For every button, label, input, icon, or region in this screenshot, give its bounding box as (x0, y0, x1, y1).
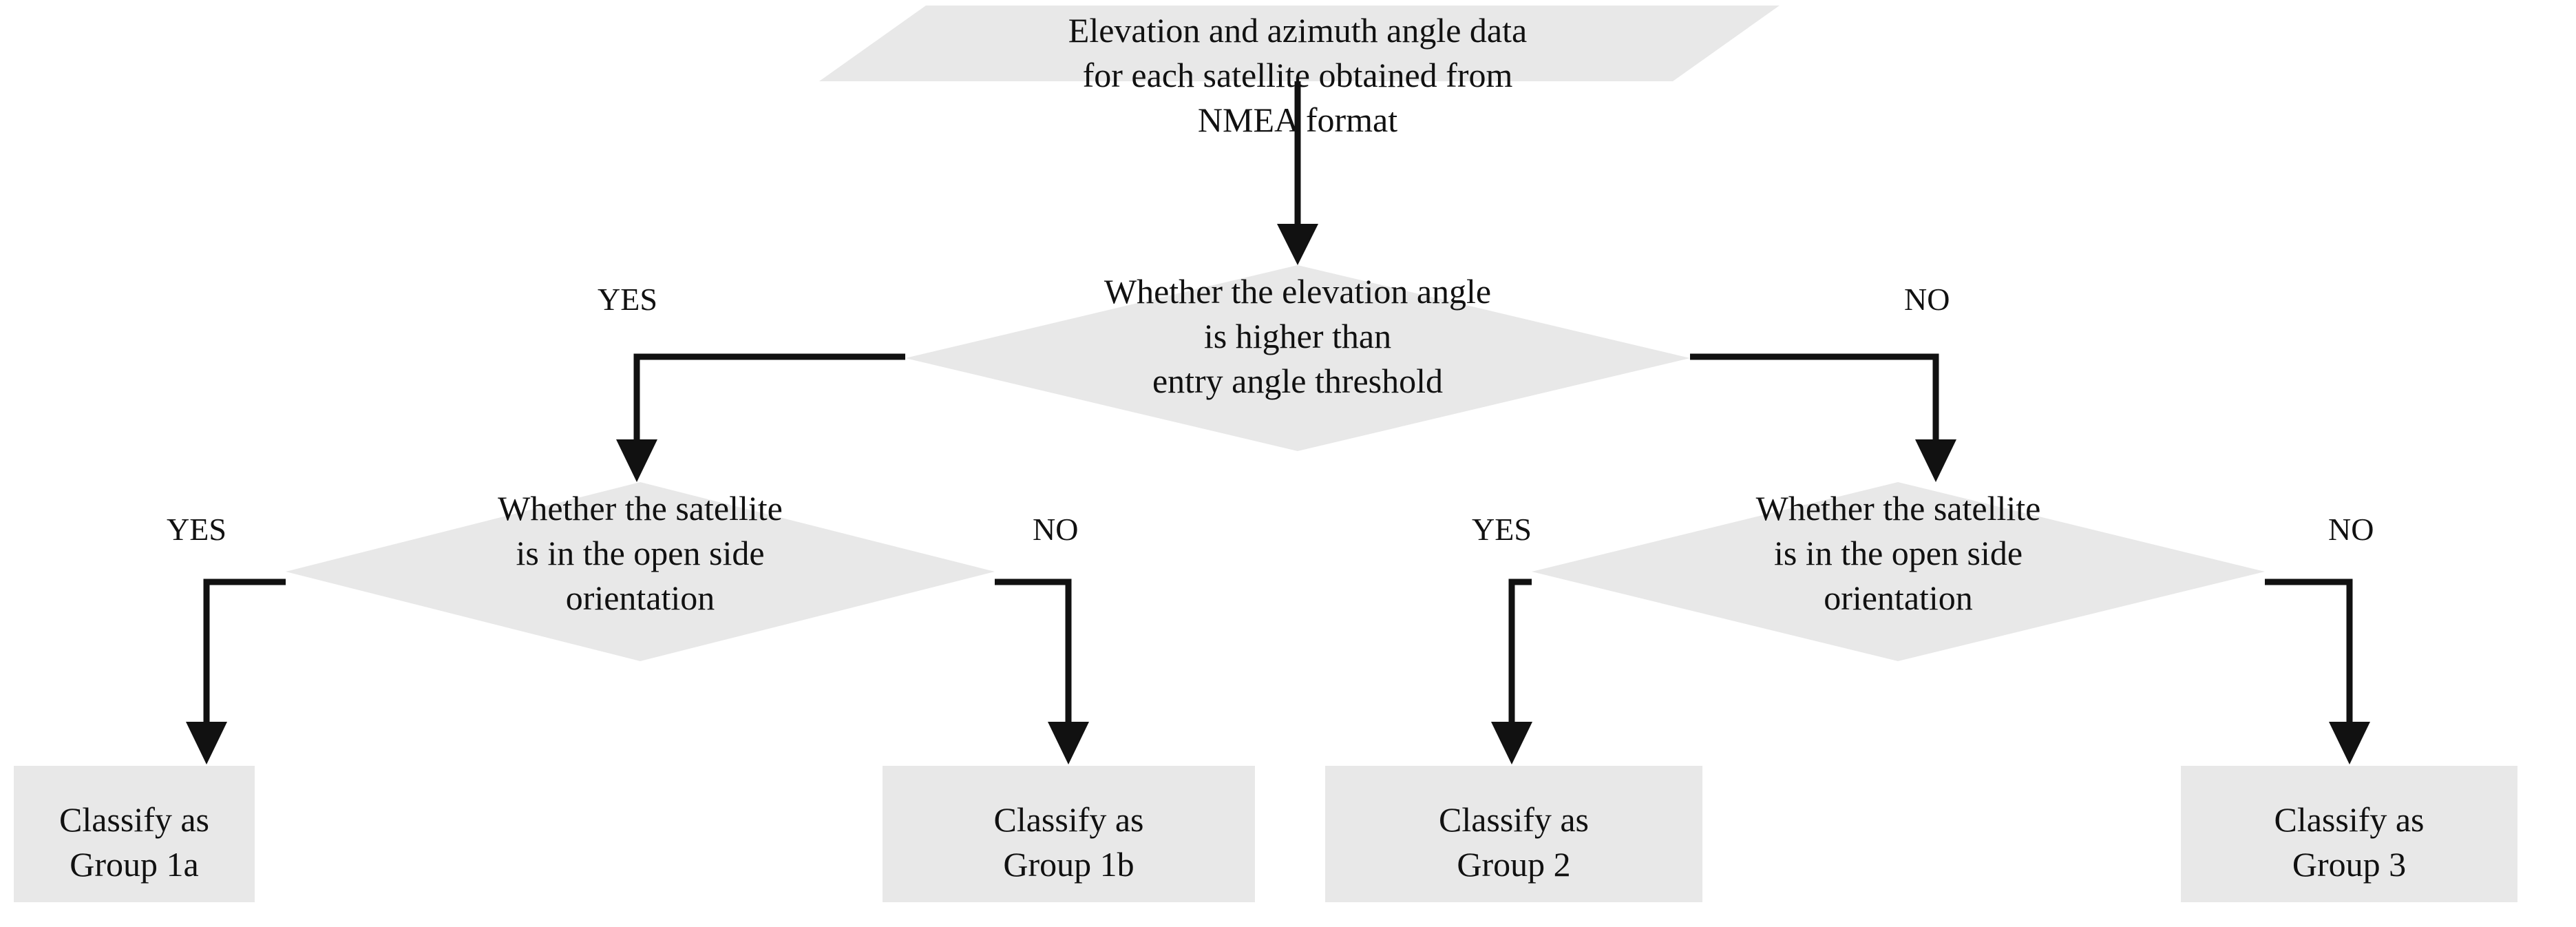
edge-elevation-no-to-right-diamond (1690, 353, 1956, 482)
result-group-1a-box-shape (14, 766, 255, 902)
result-group-1b-box-shape (883, 766, 1255, 902)
edge-left-yes-to-group-1a (186, 579, 286, 764)
edge-elevation-yes-to-left-diamond (616, 353, 905, 482)
edge-label-elevation-no: NO (1904, 282, 1950, 317)
edge-left-no-to-group-1b (995, 579, 1089, 764)
input-parallelogram-shape (819, 6, 1780, 81)
edge-label-elevation-yes: YES (598, 282, 657, 317)
decision-elevation-diamond-shape (905, 265, 1690, 451)
edge-label-right-no: NO (2328, 512, 2374, 547)
decision-open-side-right-diamond-shape (1532, 482, 2265, 661)
result-group-2-box-shape (1325, 766, 1702, 902)
edge-right-yes-to-group-2 (1491, 579, 1532, 764)
edge-label-left-no: NO (1033, 512, 1079, 547)
edge-label-left-yes: YES (167, 512, 226, 547)
edge-input-to-decision-elevation (1277, 81, 1318, 265)
edge-label-right-yes: YES (1472, 512, 1532, 547)
result-group-3-box-shape (2181, 766, 2517, 902)
decision-open-side-left-diamond-shape (286, 482, 995, 661)
edge-right-no-to-group-3 (2265, 579, 2370, 764)
